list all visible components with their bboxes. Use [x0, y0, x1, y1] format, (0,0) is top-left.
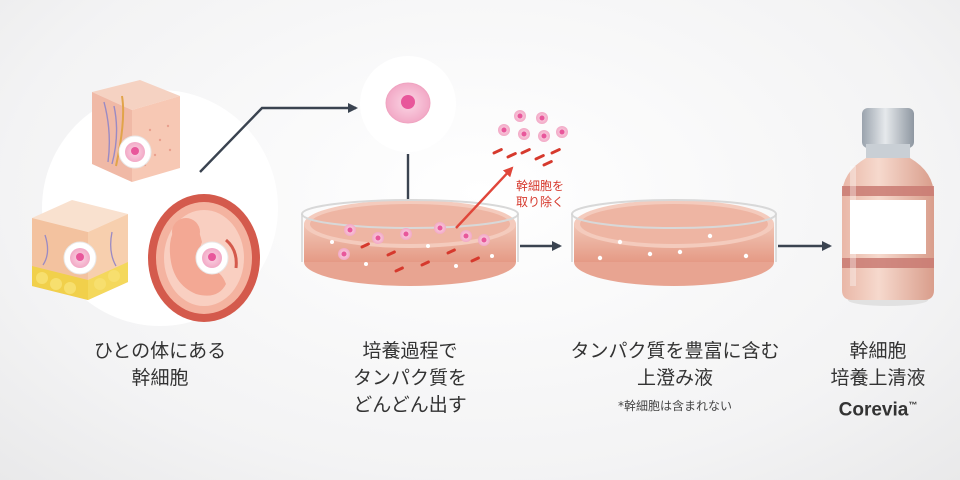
removed-cells-icon — [492, 110, 568, 167]
stem-cell-icon — [385, 82, 431, 124]
step-label-line: 培養過程で — [362, 340, 458, 362]
step-label-line: 培養上清液 — [830, 367, 926, 389]
skin-cube-icon — [92, 80, 180, 182]
step-label-body-stem-cells: ひとの体にある 幹細胞 — [50, 338, 270, 392]
supernatant-dish-icon — [571, 199, 777, 286]
body-sources-group — [32, 80, 278, 326]
remove-label-line: 取り除く — [515, 195, 564, 209]
step-label-product: 幹細胞 培養上清液 Corevia™ — [800, 338, 956, 423]
step-label-line: 幹細胞 — [849, 340, 907, 362]
step-label-line: タンパク質を豊富に含む — [570, 340, 780, 362]
trademark-mark: ™ — [908, 400, 918, 410]
step-label-culture: 培養過程で タンパク質を どんどん出す — [300, 338, 520, 419]
arrow-to-isolated-cell — [199, 103, 358, 173]
product-brand: Corevia™ — [800, 392, 956, 423]
step-label-line: ひとの体にある — [93, 340, 227, 362]
step-note-no-cells: *幹細胞は含まれない — [617, 399, 732, 413]
remove-label-line: 幹細胞を — [515, 179, 564, 193]
isolated-cell-group — [360, 56, 456, 152]
step-label-line: どんどん出す — [353, 394, 467, 416]
arrow-remove-cells — [455, 166, 514, 229]
step-label-line: タンパク質を — [352, 367, 467, 389]
remove-cells-label: 幹細胞を 取り除く — [500, 178, 580, 210]
vial-icon — [842, 108, 934, 306]
fat-cube-icon — [32, 200, 128, 300]
embryo-icon — [148, 194, 260, 322]
dish-cells — [338, 222, 490, 260]
step-label-line: 幹細胞 — [131, 367, 189, 389]
step-label-supernatant: タンパク質を豊富に含む 上澄み液 *幹細胞は含まれない — [560, 338, 790, 414]
dish-proteins — [360, 242, 480, 273]
culture-dish-icon — [301, 199, 519, 286]
brand-name: Corevia — [838, 399, 909, 421]
step-label-line: 上澄み液 — [636, 367, 713, 389]
